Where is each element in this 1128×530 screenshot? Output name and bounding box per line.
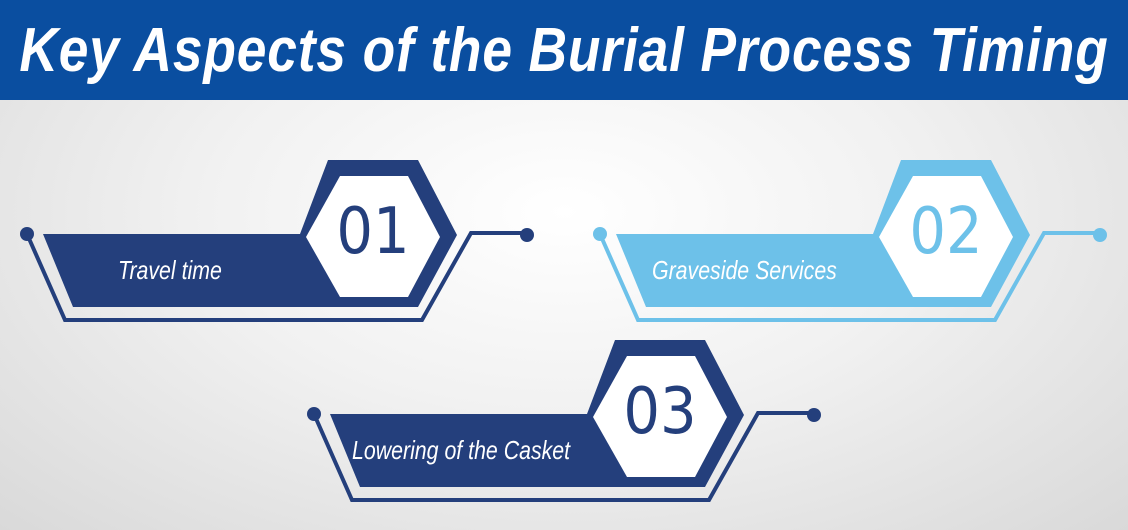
step-1-label: Travel time — [118, 255, 222, 285]
step-3-label: Lowering of the Casket — [352, 435, 571, 465]
step-3-shape — [305, 338, 823, 502]
title-banner: Key Aspects of the Burial Process Timing — [0, 0, 1128, 100]
step-1-number: 01 — [336, 195, 410, 269]
step-1-shape — [18, 158, 536, 322]
page-title: Key Aspects of the Burial Process Timing — [19, 15, 1109, 85]
step-2-shape — [591, 158, 1109, 322]
step-2-label: Graveside Services — [652, 255, 837, 285]
step-3-number: 03 — [623, 375, 697, 449]
step-2-number: 02 — [909, 195, 983, 269]
